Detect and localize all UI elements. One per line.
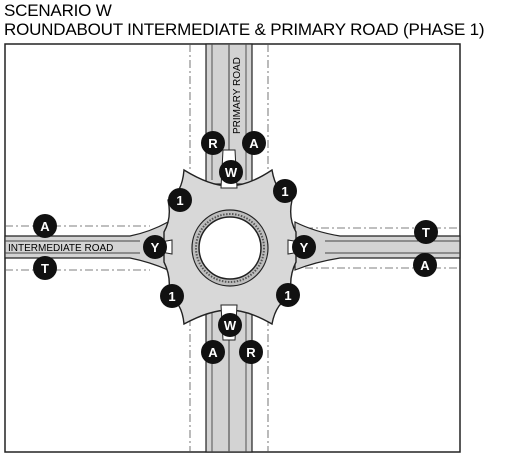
marker-nw-1: 1 xyxy=(168,188,192,212)
central-island xyxy=(198,216,262,280)
marker-west-t: T xyxy=(33,256,57,280)
marker-west-y: Y xyxy=(143,235,167,259)
marker-letter: Y xyxy=(300,240,309,255)
marker-letter: Y xyxy=(151,240,160,255)
marker-letter: A xyxy=(249,136,259,151)
marker-letter: W xyxy=(224,318,237,333)
marker-south-w: W xyxy=(218,313,242,337)
marker-letter: R xyxy=(208,136,218,151)
marker-north-a: A xyxy=(242,131,266,155)
marker-letter: 1 xyxy=(168,289,175,304)
marker-south-r: R xyxy=(239,340,263,364)
marker-ne-1: 1 xyxy=(273,179,297,203)
marker-north-r: R xyxy=(201,131,225,155)
apron-texture xyxy=(195,213,265,283)
marker-letter: A xyxy=(208,345,218,360)
marker-letter: A xyxy=(420,258,430,273)
marker-letter: 1 xyxy=(281,184,288,199)
marker-letter: 1 xyxy=(176,193,183,208)
marker-se-1: 1 xyxy=(276,283,300,307)
marker-sw-1: 1 xyxy=(160,284,184,308)
marker-letter: T xyxy=(422,225,430,240)
marker-south-a: A xyxy=(201,340,225,364)
marker-group: R A W 1 1 A Y T xyxy=(33,131,438,364)
lane-edge-lines xyxy=(5,44,460,452)
marker-north-w: W xyxy=(219,160,243,184)
marker-letter: A xyxy=(40,219,50,234)
marker-west-a: A xyxy=(33,214,57,238)
marker-letter: W xyxy=(225,165,238,180)
primary-road-label: PRIMARY ROAD xyxy=(232,57,243,134)
marker-east-a: A xyxy=(413,253,437,277)
marker-letter: 1 xyxy=(284,288,291,303)
intermediate-road-label: INTERMEDIATE ROAD xyxy=(8,243,113,254)
scenario-title: SCENARIO W xyxy=(4,1,112,20)
marker-east-y: Y xyxy=(292,235,316,259)
marker-east-t: T xyxy=(414,220,438,244)
marker-letter: T xyxy=(41,261,49,276)
scenario-subtitle: ROUNDABOUT INTERMEDIATE & PRIMARY ROAD (… xyxy=(4,20,485,39)
marker-letter: R xyxy=(246,345,256,360)
